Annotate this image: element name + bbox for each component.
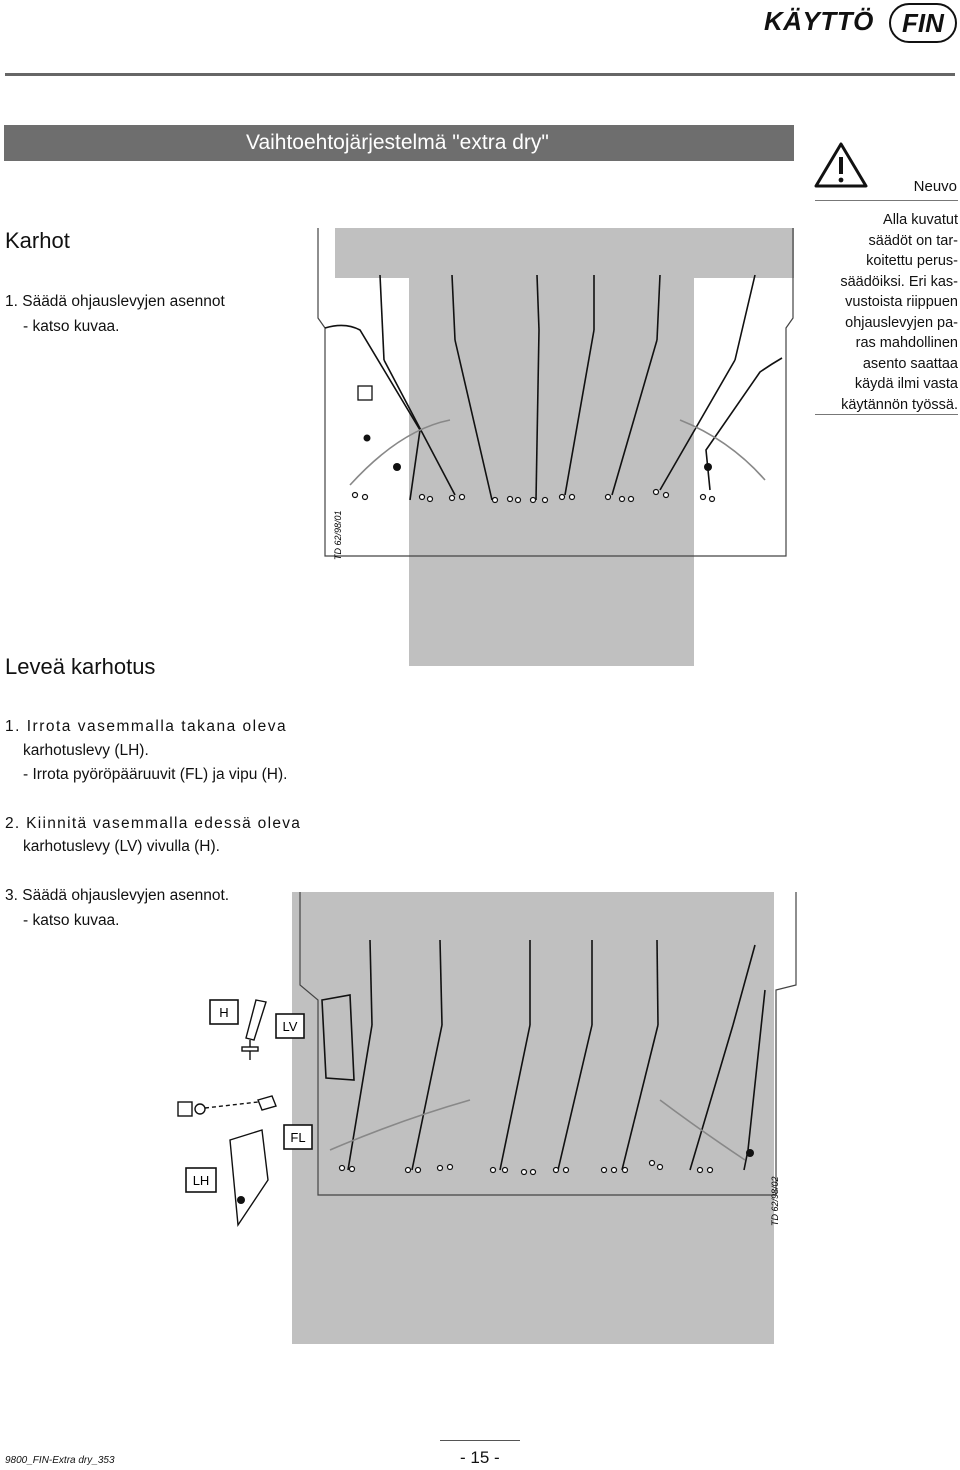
- levea-step-2-line-2: karhotuslevy (LV) vivulla (H).: [23, 838, 220, 855]
- levea-step-2-line-1: 2. Kiinnitä vasemmalla edessä oleva: [5, 815, 302, 832]
- figure-1-code: TD 62/98/01: [333, 510, 343, 560]
- section-banner: Vaihtoehtojärjestelmä "extra dry": [4, 125, 794, 161]
- levea-step-1-line-1: 1. Irrota vasemmalla takana oleva: [5, 718, 288, 735]
- levea-step-1-line-2: karhotuslevy (LH).: [23, 742, 149, 759]
- karhot-step-1-sub: - katso kuvaa.: [23, 318, 120, 335]
- karhot-step-1: 1. Säädä ohjauslevyjen asennot: [5, 293, 225, 310]
- callout-fl: FL: [290, 1130, 305, 1145]
- tip-line: koitettu perus-: [866, 253, 958, 269]
- section-title: KÄYTTÖ: [764, 6, 874, 36]
- tip-label: Neuvo: [913, 178, 957, 195]
- page-number: - 15 -: [460, 1448, 500, 1467]
- levea-step-1-sub: - Irrota pyöröpääruuvit (FL) ja vipu (H)…: [23, 766, 288, 783]
- bolt-fl-icon: [177, 1095, 277, 1117]
- figure-2-code: TD 62/98/02: [770, 1176, 780, 1226]
- heading-karhot: Karhot: [5, 228, 70, 253]
- tip-line: säädöiksi. Eri kas-: [840, 273, 958, 290]
- language-badge: FIN: [889, 3, 957, 43]
- tip-line: säädöt on tar-: [868, 232, 958, 249]
- tip-line: Alla kuvatut: [883, 212, 958, 228]
- frame-outline: [299, 892, 797, 1196]
- footer-doc-code: 9800_FIN-Extra dry_353: [5, 1455, 115, 1466]
- header-divider: [5, 73, 955, 76]
- figure-1-panel: [409, 228, 694, 666]
- callout-lv: LV: [283, 1019, 298, 1034]
- tip-line: ohjauslevyjen pa-: [845, 314, 958, 331]
- tip-line: käytännön työssä.: [841, 396, 958, 413]
- tip-line: ras mahdollinen: [855, 335, 958, 351]
- footer-divider: [440, 1440, 520, 1441]
- lever-h-icon: [241, 999, 267, 1060]
- callout-h: H: [219, 1005, 228, 1020]
- heading-levea-karhotus: Leveä karhotus: [5, 654, 156, 679]
- figure-2-panel: [292, 892, 774, 1344]
- levea-step-3-sub: - katso kuvaa.: [23, 912, 120, 929]
- bolt-markers: [338, 1159, 714, 1176]
- plate-lh-icon: [229, 1129, 269, 1228]
- levea-step-3: 3. Säädä ohjauslevyjen asennot.: [5, 887, 230, 904]
- guide-plates: [324, 274, 783, 501]
- tip-box: Alla kuvatut säädöt on tar- koitettu per…: [815, 200, 958, 415]
- callout-boxes: [185, 999, 313, 1193]
- tip-line: vustoista riippuen: [845, 294, 958, 310]
- tip-line: käydä ilmi vasta: [854, 376, 958, 392]
- frame-outline: [317, 228, 794, 557]
- bolt-markers: [351, 488, 716, 504]
- callout-lh: LH: [193, 1173, 210, 1188]
- tip-line: asento saattaa: [862, 355, 958, 372]
- banner-title: Vaihtoehtojärjestelmä "extra dry": [246, 131, 549, 154]
